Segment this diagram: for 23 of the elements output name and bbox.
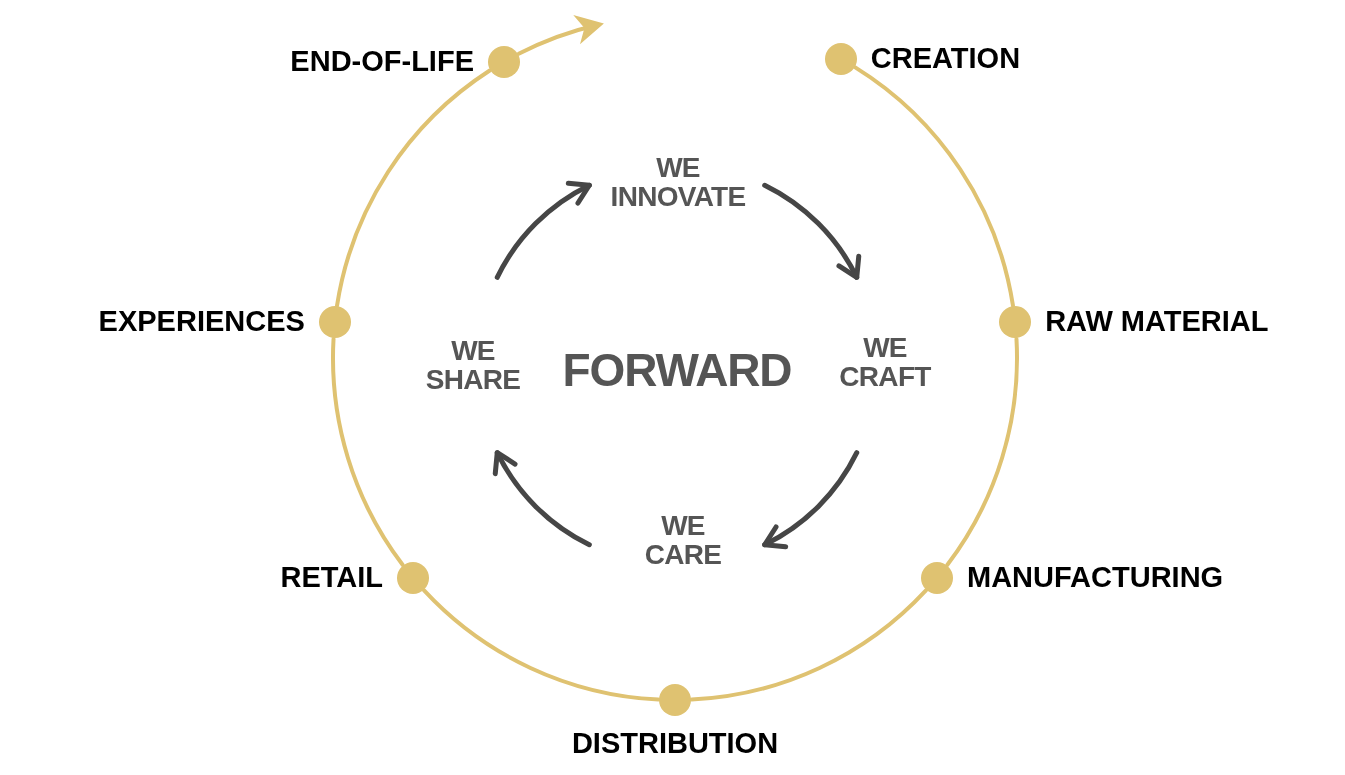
curved-arrow	[493, 450, 592, 548]
value-text: WE CRAFT	[839, 332, 931, 392]
curved-arrow	[494, 181, 592, 280]
curved-arrow	[762, 450, 860, 549]
value-text: WE SHARE	[425, 335, 521, 395]
value-text: WE CARE	[644, 510, 722, 570]
cycle-arc	[853, 65, 1015, 308]
stage-label: END-OF-LIFE	[290, 44, 474, 80]
cycle-arc	[689, 588, 928, 702]
cycle-arc	[422, 588, 661, 702]
cycle-arc	[331, 336, 405, 567]
value-text: WE INNOVATE	[610, 152, 746, 212]
curved-arrow	[762, 182, 861, 280]
cycle-arc	[516, 15, 604, 56]
stage-label: DISTRIBUTION	[571, 726, 779, 762]
cycle-arc	[335, 68, 492, 308]
stage-label: RETAIL	[280, 560, 383, 596]
stage-label: MANUFACTURING	[967, 560, 1224, 596]
cycle-arc	[945, 336, 1019, 567]
stage-label: EXPERIENCES	[98, 304, 305, 340]
stage-label: CREATION	[870, 41, 1021, 77]
center-title: FORWARD	[562, 342, 792, 398]
stage-label: RAW MATERIAL	[1045, 304, 1269, 340]
